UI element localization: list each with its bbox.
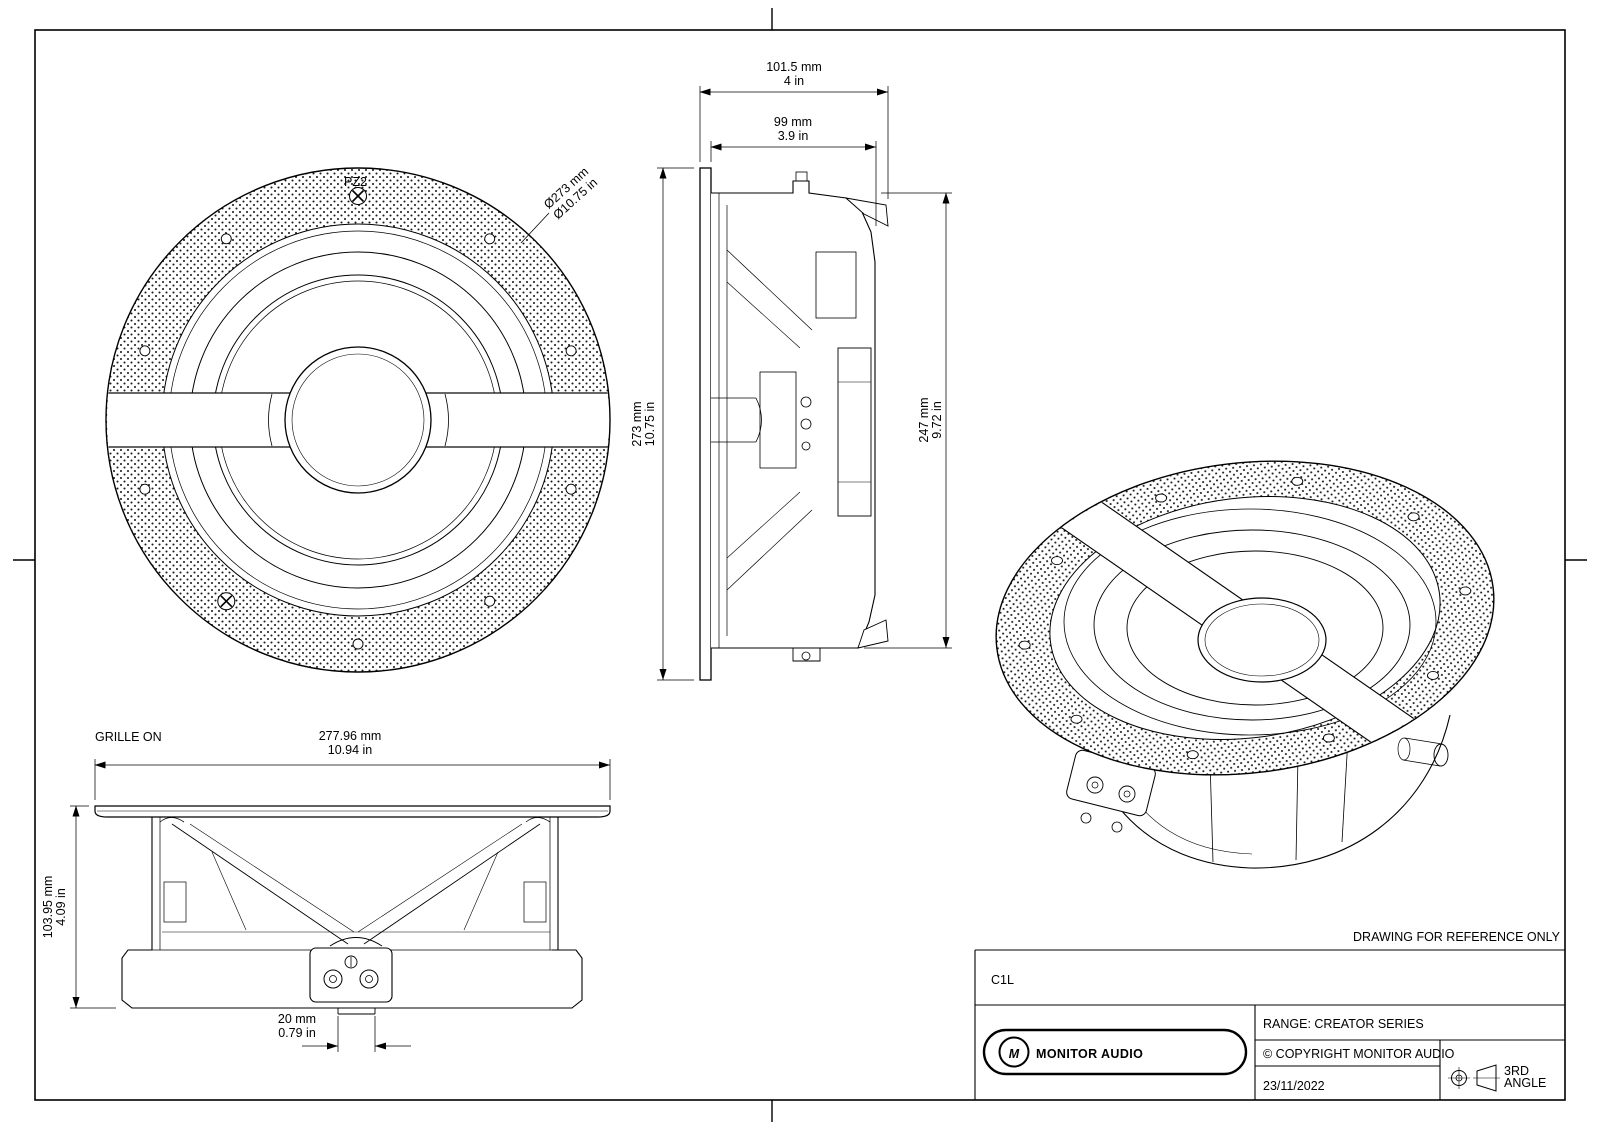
title-block: DRAWING FOR REFERENCE ONLY C1L RANGE: CR… (974, 930, 1565, 1100)
side-body-outline (711, 180, 876, 649)
dim-height-in: 10.75 in (643, 402, 657, 447)
monitor-audio-logo: M MONITOR AUDIO (982, 1028, 1248, 1076)
sheet-frame (13, 8, 1587, 1122)
side-view (699, 167, 889, 681)
third-angle-symbol (1448, 1064, 1500, 1092)
flange-edge (699, 167, 712, 681)
dim-inner-height-in: 9.72 in (930, 401, 944, 439)
dim-inner-height-mm: 247 mm (917, 397, 931, 442)
reference-note: DRAWING FOR REFERENCE ONLY (1353, 930, 1561, 944)
iso-screw-holes (1018, 476, 1472, 760)
date-label: 23/11/2022 (1263, 1079, 1325, 1093)
grille-plate (94, 805, 611, 818)
screw-type-label: PZ2 (344, 175, 367, 189)
dim-grille-width-in: 10.94 in (328, 743, 373, 757)
dim-body-depth-in: 3.9 in (778, 129, 809, 143)
dim-stub-in: 0.79 in (278, 1026, 316, 1040)
bottom-clamp (857, 619, 889, 649)
grille-on-view (94, 805, 611, 1015)
projection-label-line1: 3RD (1504, 1064, 1529, 1078)
dim-height-mm: 273 mm (630, 401, 644, 446)
dim-grille-height-in: 4.09 in (54, 888, 68, 926)
dim-overall-depth-mm: 101.5 mm (766, 60, 822, 74)
model-number: C1L (991, 973, 1014, 987)
diameter-leader-line (520, 212, 550, 244)
logo-monogram: M (1009, 1047, 1020, 1061)
terminal-box (309, 947, 393, 1003)
dim-grille-height-mm: 103.95 mm (41, 876, 55, 939)
grille-dimensions (70, 759, 611, 1052)
front-view: PZ2 Ø273 mm Ø10.75 in (105, 165, 611, 673)
screw-head-bottom-left (217, 592, 236, 611)
screw-holes (139, 233, 577, 650)
range-label: RANGE: CREATOR SERIES (1263, 1017, 1424, 1031)
side-dimensions (657, 86, 952, 681)
dim-grille-width-mm: 277.96 mm (319, 729, 382, 743)
screw-head-top (349, 187, 367, 205)
brand-name: MONITOR AUDIO (1036, 1047, 1143, 1061)
iso-center-disc (1197, 597, 1327, 683)
dim-overall-depth-in: 4 in (784, 74, 804, 88)
projection-label-line2: ANGLE (1504, 1076, 1546, 1090)
dim-stub-mm: 20 mm (278, 1012, 316, 1026)
bottom-tub (121, 949, 583, 1009)
copyright-label: © COPYRIGHT MONITOR AUDIO (1263, 1047, 1455, 1061)
center-disc (284, 346, 432, 494)
grille-on-label: GRILLE ON (95, 730, 162, 744)
logo-emblem-circle (998, 1036, 1030, 1068)
dim-body-depth-mm: 99 mm (774, 115, 812, 129)
iso-view (995, 456, 1495, 869)
top-clamp (844, 197, 889, 227)
